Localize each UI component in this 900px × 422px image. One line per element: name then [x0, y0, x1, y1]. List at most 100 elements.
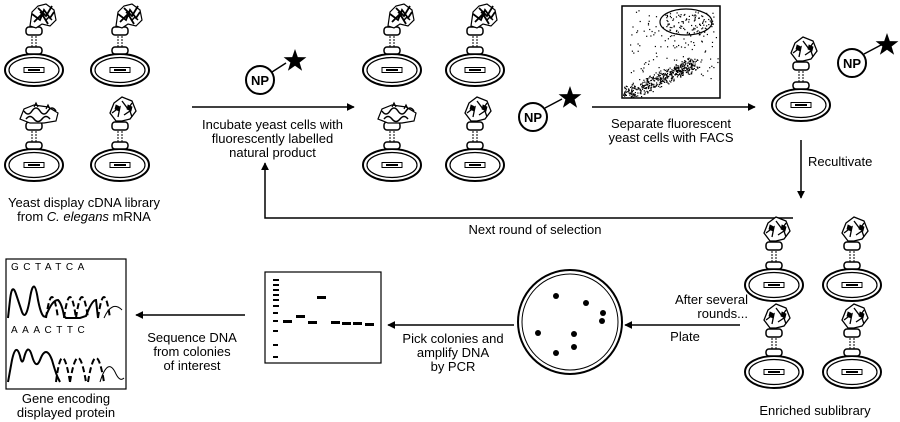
facs-event [635, 88, 637, 90]
facs-event [647, 24, 650, 26]
facs-event [646, 35, 648, 37]
facs-event [632, 84, 634, 86]
facs-event [656, 82, 658, 84]
facs-event [660, 46, 662, 48]
facs-event [661, 73, 663, 75]
facs-event [693, 65, 695, 67]
facs-event [639, 89, 641, 91]
facs-event [705, 28, 707, 30]
facs-event [625, 91, 627, 93]
facs-event [666, 75, 668, 77]
facs-event [697, 59, 699, 61]
facs-event [687, 67, 689, 69]
facs-event [650, 77, 652, 79]
facs-event [685, 42, 687, 44]
facs-event [667, 46, 669, 48]
facs-event [700, 73, 703, 75]
facs-event [691, 73, 693, 75]
sequence-label-line3: of interest [163, 358, 221, 373]
facs-event [659, 79, 661, 81]
facs-event [624, 88, 626, 90]
gel-band [331, 321, 340, 324]
facs-event [687, 62, 689, 64]
facs-event [652, 59, 655, 61]
facs-event [708, 24, 710, 26]
facs-event [633, 87, 635, 89]
facs-event [646, 87, 648, 89]
facs-event [671, 71, 673, 73]
facs-event [669, 74, 671, 76]
facs-event [700, 61, 702, 63]
facs-event [697, 66, 699, 68]
facs-event [647, 92, 649, 94]
gel-band [273, 344, 278, 346]
facs-event [665, 80, 668, 82]
enriched-cell-3 [744, 303, 804, 389]
fluorophore-star-icon [875, 33, 899, 55]
chromatogram-bottom-thin [99, 366, 125, 383]
facs-event [691, 66, 693, 68]
facs-event [710, 58, 712, 60]
facs-event [669, 67, 671, 69]
facs-event [673, 25, 675, 27]
facs-event [668, 23, 670, 25]
facs-event [632, 87, 634, 89]
facs-event [669, 26, 671, 29]
facs-event [708, 18, 710, 21]
facs-event [648, 20, 650, 22]
facs-event [663, 69, 665, 71]
facs-event [666, 72, 669, 75]
gene-label-line2: displayed protein [16, 405, 116, 420]
gel-band [273, 320, 278, 322]
facs-event [675, 64, 677, 66]
facs-event [666, 81, 668, 83]
chromatogram-bottom-solid [7, 348, 61, 383]
facs-event [666, 17, 668, 19]
gene-label: Gene encoding displayed protein [0, 392, 132, 420]
facs-event [646, 78, 648, 80]
separate-label-line1: Separate fluorescent [611, 116, 731, 131]
library-cell-4 [90, 96, 150, 182]
facs-event [687, 31, 689, 33]
facs-event [671, 69, 673, 71]
facs-event [649, 85, 651, 87]
facs-event [645, 62, 647, 64]
facs-event [632, 94, 634, 96]
facs-event [637, 87, 639, 89]
facs-event [652, 77, 655, 79]
facs-event [690, 62, 692, 64]
facs-gate [659, 8, 713, 36]
facs-event [677, 31, 679, 33]
facs-event [670, 77, 672, 80]
facs-event [673, 35, 675, 37]
facs-event [691, 29, 693, 31]
facs-event [639, 79, 641, 81]
pick-label: Pick colonies and amplify DNA by PCR [388, 332, 518, 374]
facs-event [637, 95, 639, 97]
facs-event [701, 59, 703, 61]
sequence-label: Sequence DNA from colonies of interest [140, 331, 244, 373]
facs-event [637, 50, 639, 52]
library-label-line1: Yeast display cDNA library [8, 195, 160, 210]
facs-event [671, 79, 673, 81]
facs-event [676, 73, 678, 76]
facs-event [682, 74, 684, 76]
colony [535, 330, 541, 336]
facs-event [678, 67, 680, 69]
facs-event [662, 77, 664, 79]
facs-event [654, 86, 656, 88]
facs-event [655, 77, 657, 79]
facs-event [654, 80, 656, 82]
facs-event [682, 21, 684, 23]
facs-event [643, 79, 645, 81]
facs-event [642, 81, 644, 84]
facs-event [673, 67, 675, 69]
facs-event [677, 65, 679, 67]
facs-event [663, 76, 665, 78]
facs-event [659, 81, 661, 83]
facs-event [675, 73, 677, 75]
facs-event [695, 60, 697, 62]
enriched-label: Enriched sublibrary [759, 403, 871, 418]
facs-event [704, 31, 706, 33]
facs-event [713, 31, 715, 33]
